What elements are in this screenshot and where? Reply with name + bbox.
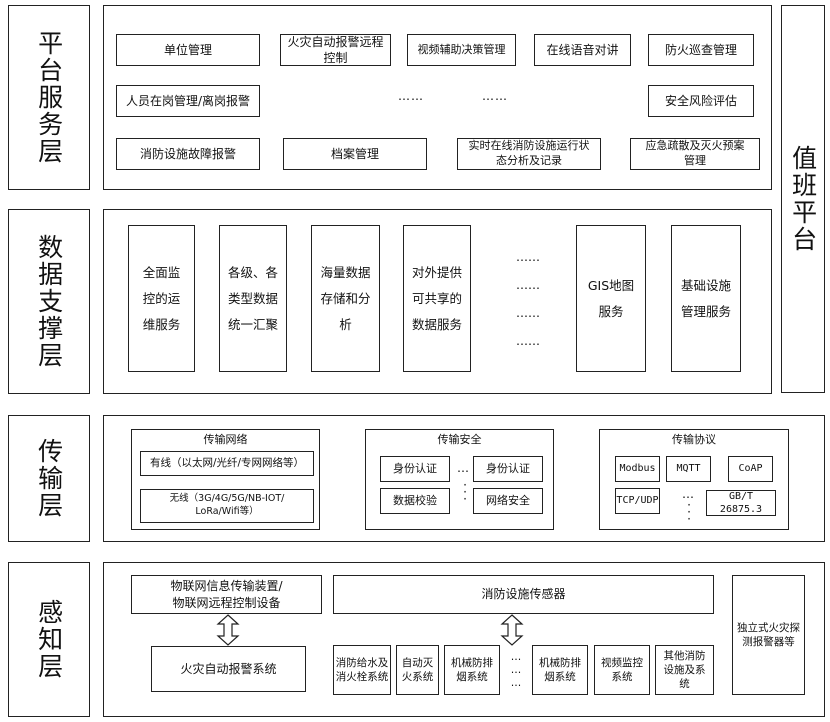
ops-service-box: 全面监 控的运 维服务 [128,225,195,372]
transport-protocol-label: 传输协议 [672,433,716,446]
sensors-box: 消防设施传感器 [333,575,714,614]
duty-platform-title: 值班平台 [788,145,818,253]
transport-network-label: 传输网络 [203,433,248,446]
layer-title-transport: 传输层 [34,438,64,519]
data-ellipsis: …… …… …… …… [516,250,540,348]
smoke-exhaust-box-b: 机械防排 烟系统 [532,645,588,695]
double-arrow-icon-center [500,614,524,646]
auth-box-1: 身份认证 [380,456,450,482]
water-system-box: 消防给水及 消火栓系统 [333,645,391,695]
double-arrow-icon-left [216,614,240,646]
gis-service-box: GIS地图 服务 [576,225,646,372]
fire-patrol-box: 防火巡查管理 [648,34,754,66]
risk-eval-box: 安全风险评估 [648,85,754,117]
transport-security-label: 传输安全 [437,433,482,446]
security-dots-h: … [457,461,470,475]
infra-service-box: 基础设施 管理服务 [671,225,741,372]
mqtt-box: MQTT [666,456,711,482]
modbus-box: Modbus [615,456,660,482]
duty-platform-box [781,5,825,393]
auto-extinguish-box: 自动灭 火系统 [396,645,439,695]
network-security-box: 网络安全 [473,488,543,514]
layer-title-data: 数据支撑层 [34,234,64,369]
wireless-network-box: 无线（3G/4G/5G/NB-IOT/ LoRa/Wifi等） [140,489,314,523]
layer-title-box-data [8,209,90,394]
voice-intercom-box: 在线语音对讲 [534,34,631,66]
security-dots-v: · · · [463,477,467,506]
fire-alarm-system-box: 火灾自动报警系统 [151,646,306,692]
layer-title-box-sensing [8,562,90,717]
video-decision-box: 视频辅助决策管理 [407,34,516,66]
layer-title-platform: 平台服务层 [34,30,64,165]
wired-network-box: 有线（以太网/光纤/专网网络等） [140,451,314,476]
protocol-dots-v: · · · [687,497,691,526]
tcpudp-box: TCP/UDP [615,488,660,514]
fire-alarm-remote-box: 火灾自动报警远程 控制 [280,34,391,66]
standalone-detector-box: 独立式火灾探 测报警器等 [732,575,805,695]
data-check-box: 数据校验 [380,488,450,514]
platform-ellipsis-b: …… [482,89,508,103]
platform-ellipsis-a: …… [398,89,424,103]
archive-box: 档案管理 [283,138,427,170]
smoke-exhaust-box-a: 机械防排 烟系统 [444,645,500,695]
unit-mgmt-box: 单位管理 [116,34,260,66]
layer-title-box-transport [8,415,90,542]
video-monitor-box: 视频监控 系统 [594,645,650,695]
sensing-sub-dots: … … … [510,650,522,689]
realtime-analysis-box: 实时在线消防设施运行状 态分析及记录 [457,138,601,170]
other-facilities-box: 其他消防 设施及系 统 [655,645,714,695]
gbt-box: GB/T 26875.3 [706,490,776,516]
fault-alarm-box: 消防设施故障报警 [116,138,260,170]
protocol-dots-h: … [682,487,695,501]
emergency-plan-box: 应急疏散及灭火预案 管理 [630,138,760,170]
layer-title-box-platform [8,5,90,190]
data-aggregate-box: 各级、各 类型数据 统一汇聚 [219,225,287,372]
layer-title-sensing: 感知层 [34,599,64,680]
staff-mgmt-box: 人员在岗管理/离岗报警 [116,85,260,117]
auth-box-2: 身份认证 [473,456,543,482]
shared-service-box: 对外提供 可共享的 数据服务 [403,225,471,372]
coap-box: CoAP [728,456,773,482]
mass-storage-box: 海量数据 存储和分 析 [311,225,380,372]
iot-device-box: 物联网信息传输装置/ 物联网远程控制设备 [131,575,322,614]
